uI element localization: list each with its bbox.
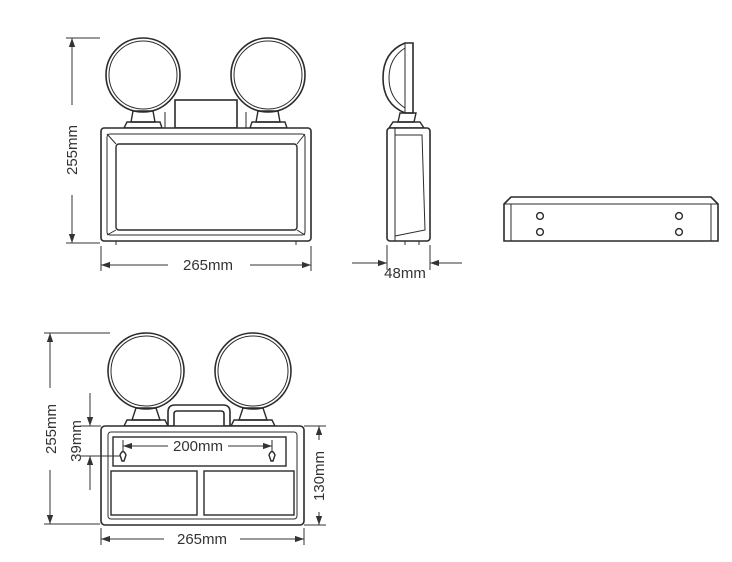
rear-width-dimension: 265mm (100, 528, 305, 548)
rear-mount-slot-panel (112, 436, 287, 467)
rear-body (100, 425, 305, 526)
rear-lamp-right (214, 332, 292, 427)
rear-panel-right (203, 470, 295, 516)
front-lamp-right (230, 37, 306, 129)
rear-lamp-left (107, 332, 185, 427)
front-lamp-left (105, 37, 181, 129)
rear-height-label: 255mm (43, 404, 60, 454)
front-body (100, 127, 312, 242)
rear-slot-spacing-dimension: 200mm (123, 438, 272, 455)
rear-width-label: 265mm (177, 531, 227, 548)
front-handle (174, 99, 238, 129)
front-width-dimension: 265mm (100, 246, 312, 274)
top-view-holes (535, 211, 684, 237)
rear-body-height-dimension: 130mm (304, 425, 328, 526)
rear-body-height-label: 130mm (311, 451, 328, 501)
side-view: 48mm (352, 42, 462, 282)
rear-panel-left (110, 470, 198, 516)
front-width-label: 265mm (183, 257, 233, 274)
rear-handle (167, 404, 231, 427)
rear-slot-offset-dimension: 39mm (68, 393, 120, 490)
front-height-dimension: 255mm (64, 37, 100, 244)
rear-slot-spacing-label: 200mm (173, 438, 223, 455)
side-body (386, 127, 431, 242)
rear-slot-offset-label: 39mm (68, 420, 85, 462)
rear-view: 200mm 255mm 39mm 130mm (43, 332, 328, 548)
front-window (115, 143, 298, 231)
side-depth-label: 48mm (384, 265, 426, 282)
front-height-label: 255mm (64, 125, 81, 175)
rear-height-dimension: 255mm (43, 332, 110, 525)
front-view: 255mm 265mm (64, 37, 312, 274)
top-view (503, 196, 719, 242)
side-depth-dimension: 48mm (352, 245, 462, 282)
